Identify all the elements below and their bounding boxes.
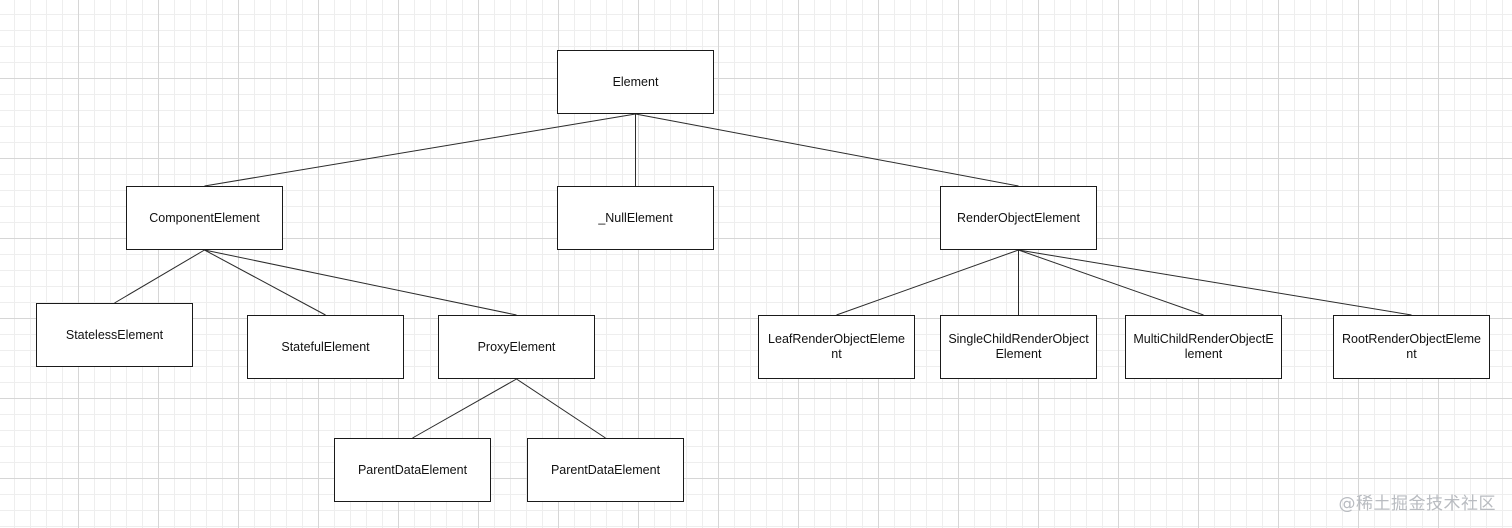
connector-proxy-parentdata1 bbox=[412, 378, 517, 439]
connector-element-component bbox=[204, 113, 636, 187]
node-element: Element bbox=[557, 50, 714, 114]
node-single-child-render-object-element: SingleChildRenderObjectElement bbox=[940, 315, 1097, 379]
connector-renderobject-leaf bbox=[836, 249, 1019, 316]
node-render-object-element: RenderObjectElement bbox=[940, 186, 1097, 250]
connector-component-stateless bbox=[114, 249, 205, 304]
node-proxy-element: ProxyElement bbox=[438, 315, 595, 379]
connector-renderobject-multichild bbox=[1018, 249, 1204, 316]
node-leaf-render-object-element: LeafRenderObjectElement bbox=[758, 315, 915, 379]
node-stateless-element: StatelessElement bbox=[36, 303, 193, 367]
connector-renderobject-root bbox=[1018, 249, 1412, 316]
node-null-element: _NullElement bbox=[557, 186, 714, 250]
node-stateful-element: StatefulElement bbox=[247, 315, 404, 379]
node-parent-data-element-left: ParentDataElement bbox=[334, 438, 491, 502]
connector-component-stateful bbox=[204, 249, 326, 316]
node-component-element: ComponentElement bbox=[126, 186, 283, 250]
node-root-render-object-element: RootRenderObjectElement bbox=[1333, 315, 1490, 379]
node-parent-data-element-right: ParentDataElement bbox=[527, 438, 684, 502]
watermark: @稀土掘金技术社区 bbox=[1338, 494, 1496, 514]
connector-proxy-parentdata2 bbox=[516, 378, 606, 439]
connector-component-proxy bbox=[204, 249, 517, 316]
connector-element-renderobject bbox=[635, 113, 1019, 187]
node-multi-child-render-object-element: MultiChildRenderObjectElement bbox=[1125, 315, 1282, 379]
